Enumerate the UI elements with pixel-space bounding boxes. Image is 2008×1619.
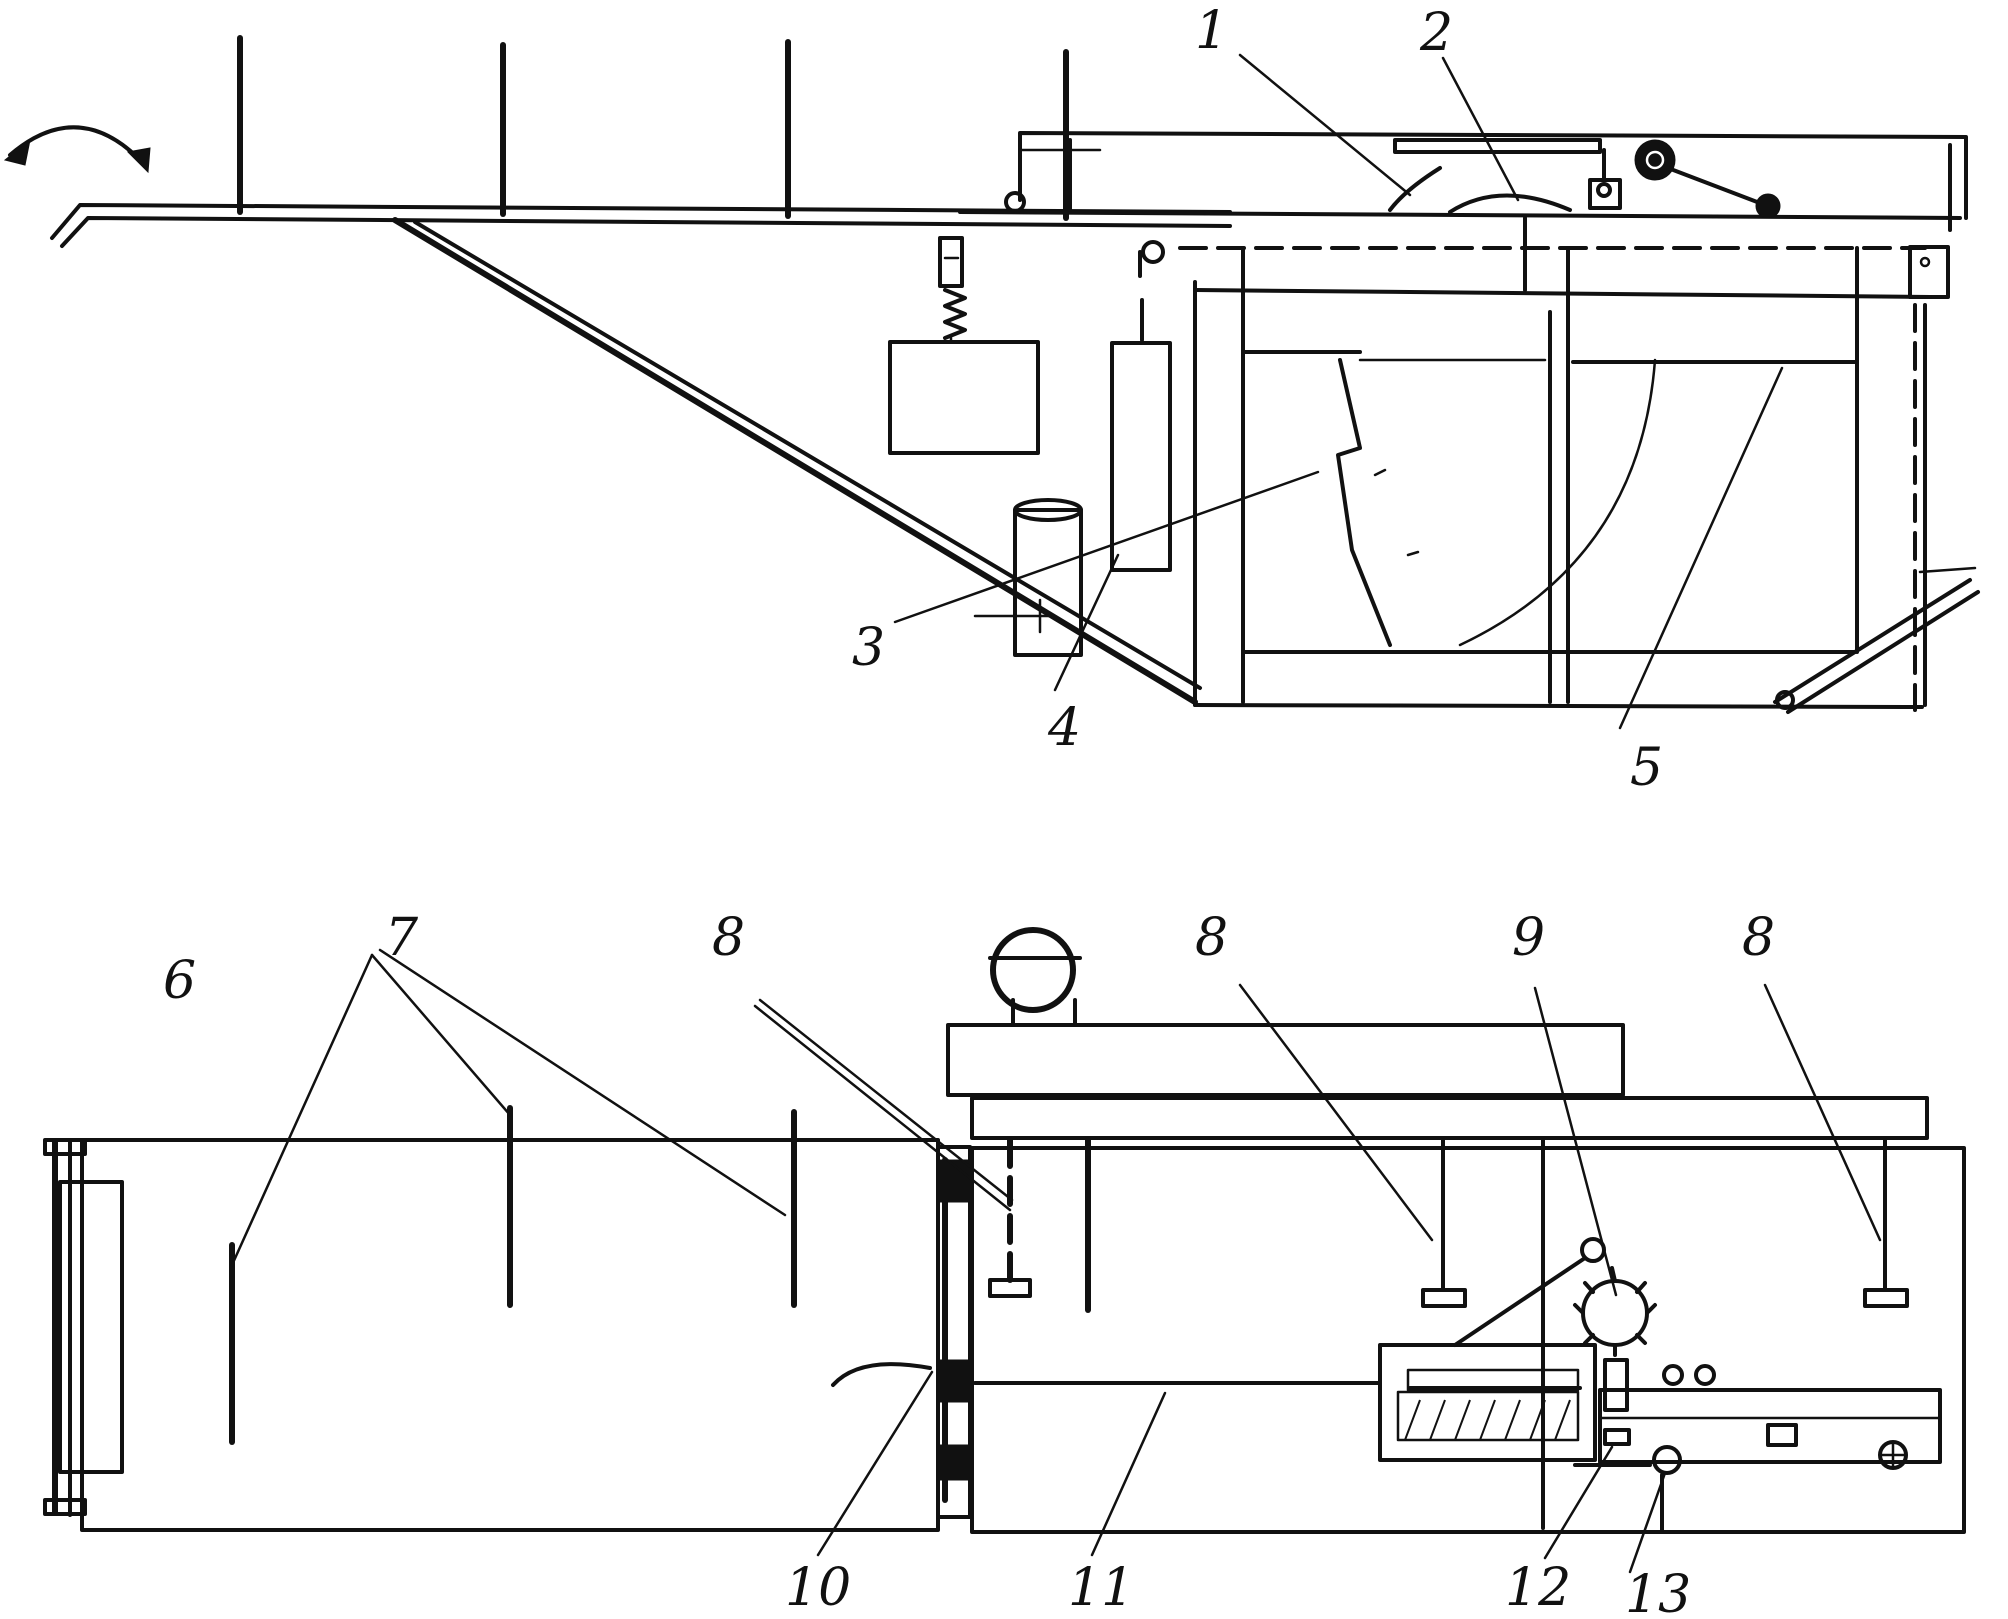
leader-7a xyxy=(230,953,374,1267)
tension-arm xyxy=(1666,166,1767,207)
feed-rail xyxy=(50,203,1232,240)
leader-7b xyxy=(370,953,512,1117)
label-8-left: 8 xyxy=(712,908,745,968)
diagonal-chute xyxy=(392,217,1198,705)
counterweight xyxy=(1110,341,1172,572)
label-1: 1 xyxy=(1195,1,1228,61)
leader-9 xyxy=(1533,986,1618,1297)
leader-8c xyxy=(1763,983,1882,1242)
label-6: 6 xyxy=(163,951,196,1011)
top-plate xyxy=(946,1023,1625,1097)
leader-4 xyxy=(1053,553,1120,692)
leader-11 xyxy=(1090,1391,1167,1557)
leader-2 xyxy=(1441,56,1520,202)
blade-guard-bar xyxy=(1393,138,1602,154)
spring-top xyxy=(938,236,964,288)
label-8-middle: 8 xyxy=(1195,908,1228,968)
belt-pulley xyxy=(1634,139,1676,181)
label-3: 3 xyxy=(852,618,885,678)
label-10: 10 xyxy=(785,1558,851,1618)
label-2: 2 xyxy=(1419,3,1453,63)
leader-3 xyxy=(893,470,1320,624)
bolt-8b xyxy=(1421,1288,1467,1308)
label-13: 13 xyxy=(1625,1565,1691,1619)
bolt-8c xyxy=(1863,1288,1909,1308)
leader-5 xyxy=(1618,366,1784,730)
label-7: 7 xyxy=(385,908,419,968)
carriage-hatch xyxy=(1396,1390,1580,1442)
main-frame xyxy=(1178,216,1932,712)
label-12: 12 xyxy=(1505,1558,1571,1618)
tilt-arrow-head-left xyxy=(3,138,31,166)
label-9: 9 xyxy=(1512,908,1545,968)
carriage-box xyxy=(1378,1343,1597,1462)
crank-handle xyxy=(1773,578,1972,704)
end-roller xyxy=(58,1180,124,1474)
tilt-arrow-icon xyxy=(8,125,147,167)
counterweight-hook xyxy=(1141,240,1165,264)
motor-pulley-plan xyxy=(990,927,1076,1013)
spring-coil xyxy=(943,288,967,340)
saw-table xyxy=(1018,131,1968,220)
slide-rail xyxy=(1598,1388,1942,1464)
motor-box xyxy=(888,340,1040,455)
saw-table-plan xyxy=(970,1146,1966,1534)
saw-blade xyxy=(1448,193,1572,214)
leader-8a xyxy=(758,998,1014,1202)
label-11: 11 xyxy=(1068,1558,1134,1618)
riving-knife xyxy=(1388,166,1442,212)
cylinder xyxy=(1013,508,1083,657)
label-5: 5 xyxy=(1630,738,1663,798)
swing-arc xyxy=(1458,358,1657,647)
bolt-13 xyxy=(1652,1445,1682,1475)
leader-12 xyxy=(1543,1445,1614,1560)
leader-13 xyxy=(1628,1471,1667,1574)
plan-view: 6 7 8 8 9 8 10 11 12 13 xyxy=(43,908,1966,1619)
side-elevation-view: 1 2 3 4 5 xyxy=(3,1,1980,798)
leader-10 xyxy=(816,1370,934,1557)
leader-1 xyxy=(1238,53,1412,197)
end-bracket xyxy=(1908,245,1950,299)
tilt-table xyxy=(1336,358,1392,647)
leader-8b xyxy=(1238,983,1434,1242)
leader-7c xyxy=(378,948,787,1217)
label-4: 4 xyxy=(1047,698,1081,758)
label-8-right: 8 xyxy=(1742,908,1775,968)
tilt-arrow-head-right xyxy=(126,147,151,174)
